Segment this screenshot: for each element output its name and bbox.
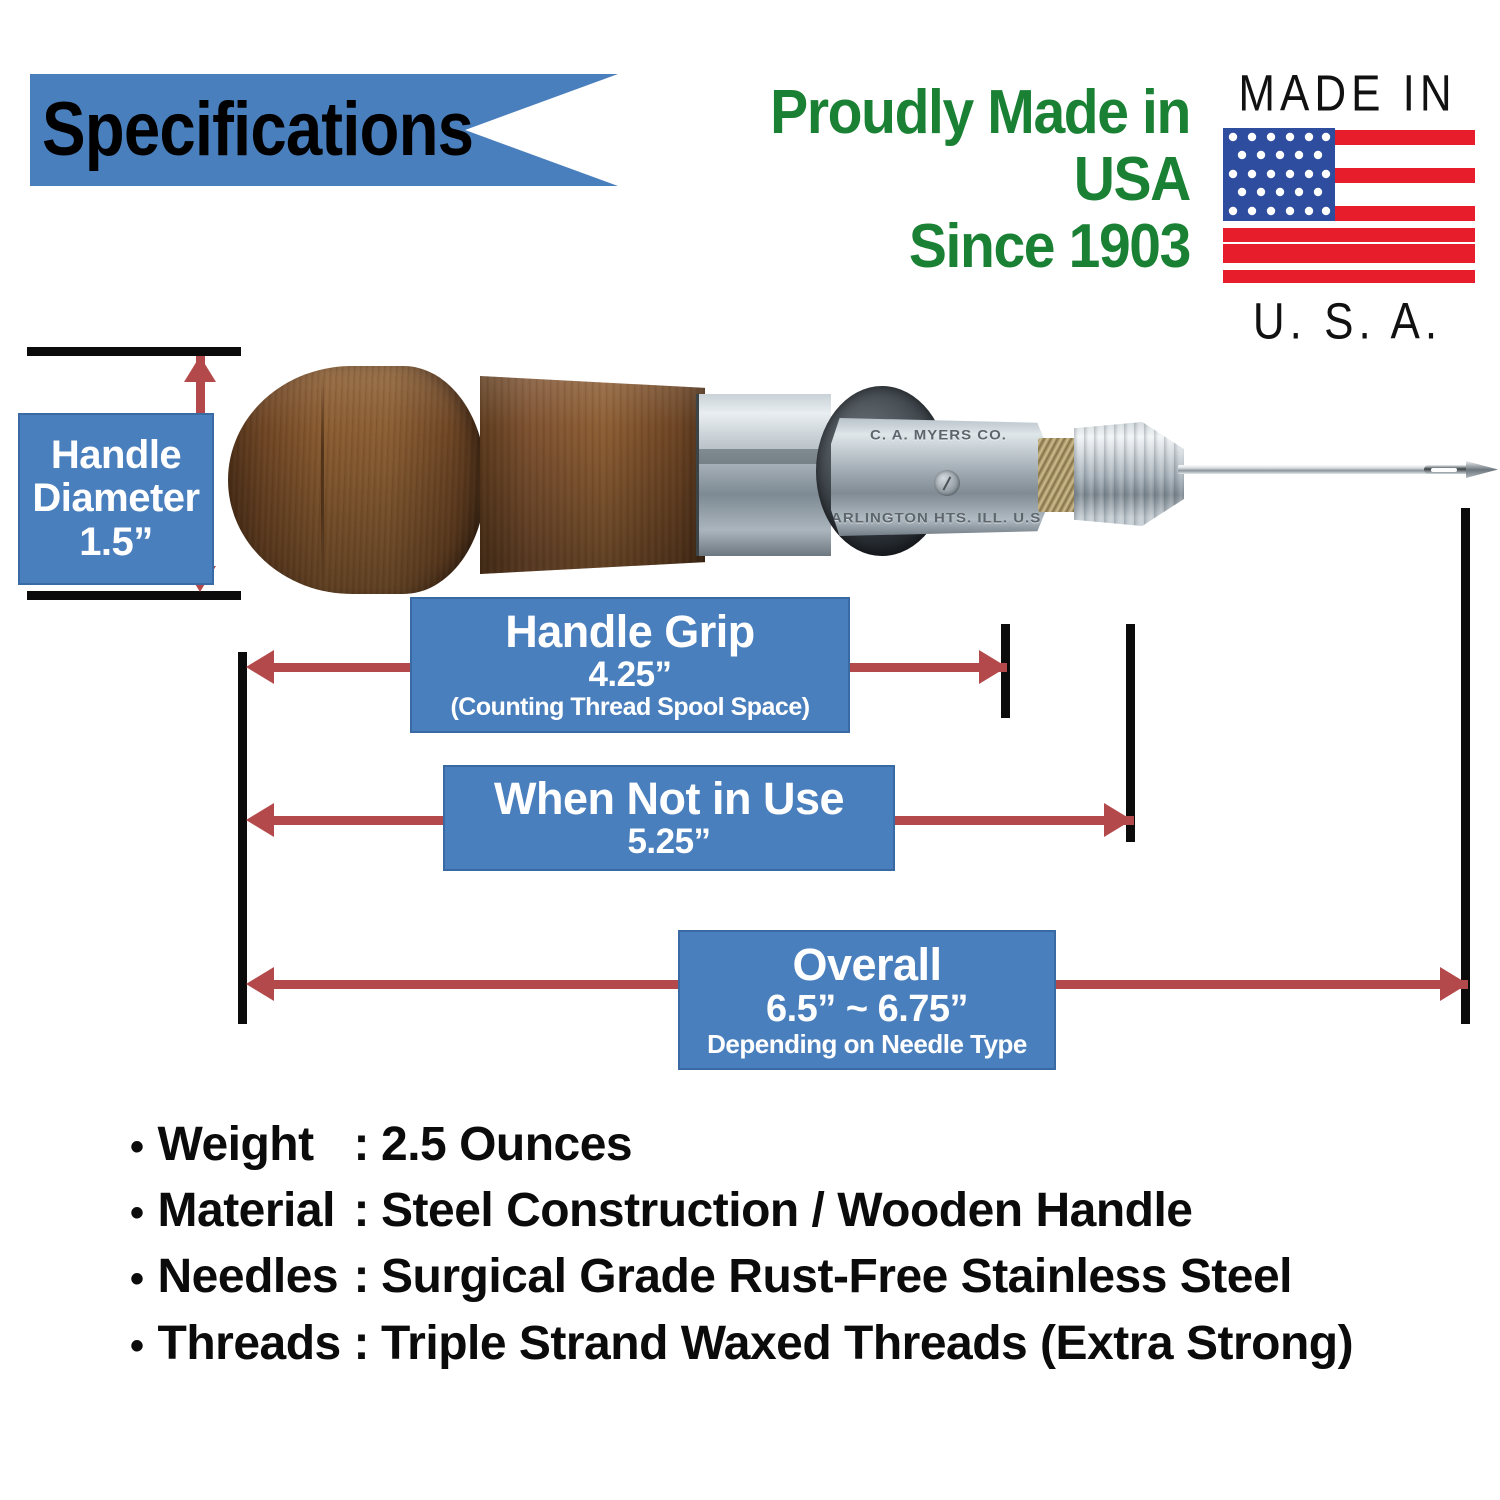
list-item: • Weight : 2.5 Ounces — [130, 1112, 1470, 1178]
callout-line3: Depending on Needle Type — [707, 1029, 1027, 1060]
ferrule-band — [699, 449, 831, 464]
emboss-brand-text: C. A. MYERS CO. — [870, 427, 1007, 444]
callout-handle-grip: Handle Grip 4.25” (Counting Thread Spool… — [410, 597, 850, 733]
spec-value: 2.5 Ounces — [381, 1118, 633, 1171]
overall-right-extension-line — [1461, 508, 1470, 1024]
bullet-icon: • — [130, 1125, 144, 1169]
usa-flag-icon — [1223, 128, 1475, 283]
bullet-icon: • — [130, 1323, 144, 1368]
diameter-extension-line-bottom — [27, 591, 241, 600]
wood-grain-texture — [228, 366, 486, 594]
wooden-handle-knob — [228, 366, 486, 594]
emboss-origin-text: ARLINGTON HTS. ILL. U.S.A. — [831, 510, 1064, 527]
callout-line1: Handle — [50, 432, 182, 477]
badge-usa-label: U. S. A. — [1252, 293, 1443, 350]
spec-key: Needles — [157, 1250, 339, 1304]
needle-point — [1466, 461, 1498, 478]
callout-line2: 5.25” — [627, 821, 711, 861]
specification-list: • Weight : 2.5 Ounces • Material : Steel… — [130, 1112, 1470, 1377]
made-in-usa-headline: Proudly Made in USA Since 1903 — [620, 78, 1191, 280]
callout-line1: When Not in Use — [494, 772, 845, 824]
notinuse-arrow-head-left — [246, 803, 274, 837]
body-screw — [934, 469, 961, 496]
spec-separator: : — [353, 1316, 370, 1370]
callout-line2: 4.25” — [588, 654, 672, 694]
diameter-arrow-head-up — [184, 356, 216, 382]
spec-value: Surgical Grade Rust-Free Stainless Steel — [381, 1250, 1293, 1304]
made-in-usa-badge: MADE IN — [1205, 62, 1490, 350]
specifications-banner: Specifications — [30, 74, 618, 186]
callout-line1: Overall — [792, 938, 942, 990]
spec-value: Triple Strand Waxed Threads (Extra Stron… — [381, 1316, 1354, 1370]
callout-line1: Handle Grip — [505, 606, 755, 658]
callout-when-not-in-use: When Not in Use 5.25” — [443, 765, 895, 871]
wood-seam — [320, 375, 324, 585]
callout-overall-length: Overall 6.5” ~ 6.75” Depending on Needle… — [678, 930, 1056, 1070]
made-in-usa-line1: Proudly Made in USA — [770, 78, 1191, 214]
list-item: • Needles : Surgical Grade Rust-Free Sta… — [130, 1244, 1470, 1310]
bullet-icon: • — [130, 1257, 144, 1302]
callout-line2: 6.5” ~ 6.75” — [765, 987, 969, 1030]
overall-arrow-head-left — [246, 967, 274, 1001]
spec-value: Steel Construction / Wooden Handle — [381, 1184, 1193, 1238]
callout-line2: Diameter — [32, 476, 200, 521]
spec-separator: : — [353, 1184, 370, 1238]
callout-line3: 1.5” — [79, 520, 153, 565]
needle-shaft — [1178, 465, 1468, 474]
spec-separator: : — [353, 1250, 370, 1304]
chuck-knurl-texture — [1074, 422, 1184, 526]
list-item: • Threads : Triple Strand Waxed Threads … — [130, 1311, 1470, 1377]
sewing-awl-product-image: C. A. MYERS CO. ARLINGTON HTS. ILL. U.S.… — [228, 352, 1498, 594]
page-title: Specifications — [42, 87, 474, 172]
overall-arrow-head-right — [1440, 967, 1468, 1001]
grip-arrow-head-right — [979, 650, 1007, 684]
grip-arrow-head-left — [246, 650, 274, 684]
needle-eye — [1424, 465, 1470, 474]
bullet-icon: • — [130, 1191, 144, 1236]
left-datum-extension-line — [238, 652, 247, 1024]
spec-key: Weight — [157, 1118, 315, 1171]
spec-key: Material — [157, 1184, 336, 1238]
spec-separator: : — [353, 1118, 370, 1171]
callout-handle-diameter: Handle Diameter 1.5” — [18, 413, 214, 585]
metal-ferrule — [696, 394, 831, 556]
wood-grain-texture — [480, 376, 705, 574]
diameter-extension-line-top — [27, 347, 241, 356]
needle-chuck — [1074, 422, 1184, 526]
wooden-handle-shaft — [480, 376, 705, 574]
callout-line3: (Counting Thread Spool Space) — [450, 693, 810, 722]
notinuse-arrow-head-right — [1104, 803, 1132, 837]
notinuse-right-extension-line — [1126, 624, 1135, 842]
spec-key: Threads — [157, 1316, 342, 1370]
made-in-usa-line2: Since 1903 — [908, 211, 1192, 281]
list-item: • Material : Steel Construction / Wooden… — [130, 1178, 1470, 1244]
awl-body-casting: C. A. MYERS CO. ARLINGTON HTS. ILL. U.S.… — [831, 418, 1046, 536]
badge-made-in-label: MADE IN — [1238, 65, 1457, 122]
